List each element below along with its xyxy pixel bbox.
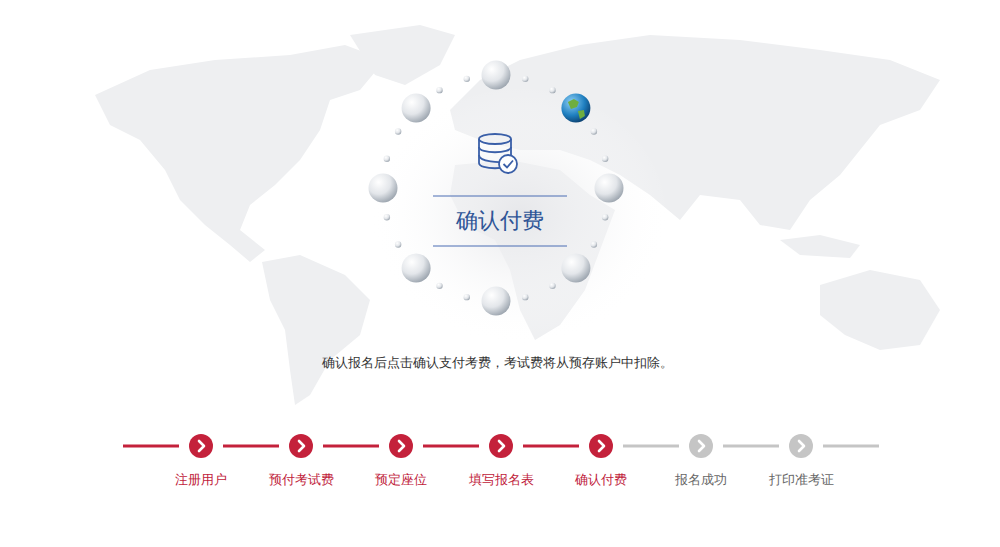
step-badge — [389, 434, 413, 458]
continents — [95, 25, 940, 405]
step-label: 预定座位 — [375, 471, 427, 489]
chevron — [699, 441, 704, 451]
chevron — [599, 441, 604, 451]
chevron — [299, 441, 304, 451]
step-label: 报名成功 — [675, 471, 727, 489]
small-sphere — [384, 214, 390, 220]
progress-line — [623, 445, 679, 448]
small-sphere — [384, 156, 390, 162]
step-label: 预付考试费 — [269, 471, 334, 489]
sphere — [482, 287, 511, 316]
globe-land — [568, 99, 585, 119]
step-dot — [189, 434, 213, 458]
progress-lead-line — [123, 445, 179, 448]
progress-line — [723, 445, 779, 448]
small-sphere — [549, 283, 555, 289]
step-dot — [389, 434, 413, 458]
small-sphere — [522, 294, 528, 300]
step-label: 填写报名表 — [469, 471, 534, 489]
ring-shadow — [370, 85, 670, 345]
globe — [561, 94, 590, 123]
step-circle: 预定座位 — [389, 434, 413, 458]
small-sphere — [591, 241, 597, 247]
small-sphere — [602, 156, 608, 162]
chevron — [499, 441, 504, 451]
small-sphere — [464, 294, 470, 300]
title-rule — [433, 196, 567, 197]
step-badge — [289, 434, 313, 458]
small-sphere — [464, 76, 470, 82]
sphere-ring — [369, 61, 624, 316]
step-label: 注册用户 — [175, 471, 227, 489]
small-sphere — [591, 128, 597, 134]
step-dot — [489, 434, 513, 458]
step-dot — [689, 434, 713, 458]
step-dot — [289, 434, 313, 458]
chevron — [399, 441, 404, 451]
sphere — [369, 174, 398, 203]
progress-line — [223, 445, 279, 448]
sphere — [402, 253, 431, 282]
step-circle: 报名成功 — [689, 434, 713, 458]
step-circle: 填写报名表 — [489, 434, 513, 458]
step-circle: 确认付费 — [589, 434, 613, 458]
step-label: 打印准考证 — [769, 471, 834, 489]
small-sphere — [436, 283, 442, 289]
progress-line — [423, 445, 479, 448]
sphere — [402, 94, 431, 123]
small-sphere — [436, 87, 442, 93]
step-badge — [589, 434, 613, 458]
small-sphere — [602, 214, 608, 220]
step-badge — [189, 434, 213, 458]
step-badge — [689, 434, 713, 458]
step-badge — [789, 434, 813, 458]
step-label: 确认付费 — [575, 471, 627, 489]
small-sphere — [395, 241, 401, 247]
small-sphere — [549, 87, 555, 93]
sphere — [595, 174, 624, 203]
small-sphere — [522, 76, 528, 82]
step-dot — [789, 434, 813, 458]
step-circle: 预付考试费 — [289, 434, 313, 458]
step-badge — [489, 434, 513, 458]
sphere — [561, 253, 590, 282]
title: 确认付费 — [456, 206, 544, 236]
small-sphere — [395, 128, 401, 134]
sphere — [482, 61, 511, 90]
chevron — [199, 441, 204, 451]
progress-line — [323, 445, 379, 448]
caption: 确认报名后点击确认支付考费，考试费将从预存账户中扣除。 — [322, 354, 673, 372]
chevron — [799, 441, 804, 451]
title-rule — [433, 246, 567, 247]
step-circle: 注册用户 — [189, 434, 213, 458]
step-circle: 打印准考证 — [789, 434, 813, 458]
progress-line — [523, 445, 579, 448]
step-dot — [589, 434, 613, 458]
progress-tail-line — [823, 445, 879, 448]
database-icon — [479, 134, 517, 173]
